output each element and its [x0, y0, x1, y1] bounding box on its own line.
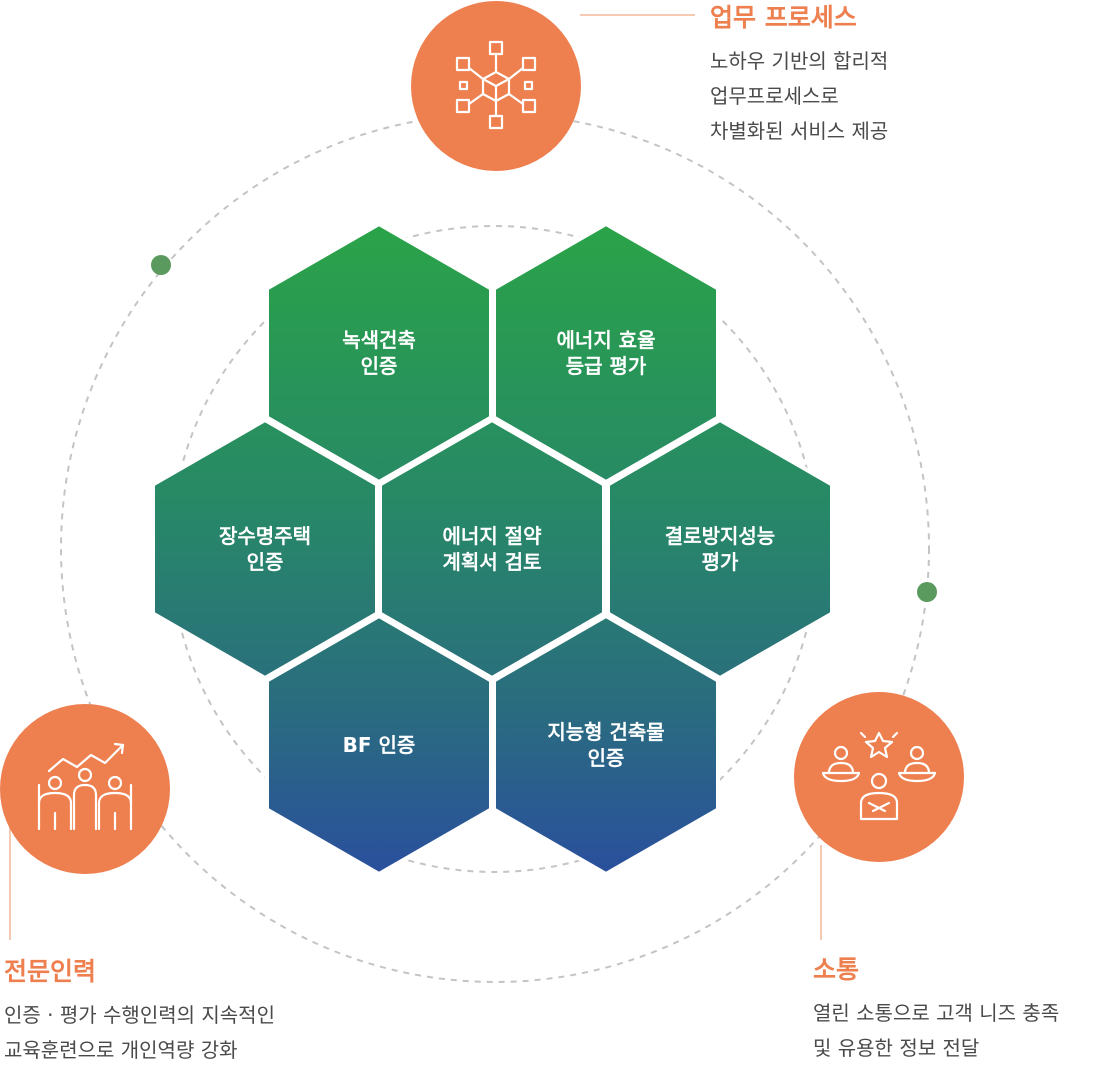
customer-service-icon: [821, 731, 937, 821]
process-description-line: 업무프로세스로: [710, 84, 839, 108]
hexagon-shape: [265, 221, 493, 485]
hexagon-bf-certification: BF 인증: [265, 613, 493, 877]
hexagon-shape: [265, 613, 493, 877]
orbit-dot-left: [151, 255, 171, 275]
hexagon-shape: [492, 613, 720, 877]
communication-title: 소통: [813, 955, 860, 984]
experts-description: 인증 · 평가 수행인력의 지속적인 교육훈련으로 개인역량 강화: [4, 998, 275, 1068]
hexagon-shape: [378, 417, 606, 681]
communication-node: [794, 692, 964, 862]
communication-node-circle: [794, 692, 964, 862]
hexagon-shape: [492, 221, 720, 485]
orbit-dot-right: [917, 582, 937, 602]
experts-description-line: 인증 · 평가 수행인력의 지속적인: [4, 1003, 275, 1027]
hexagon-shape: [151, 417, 379, 681]
experts-title: 전문인력: [4, 957, 97, 986]
hexagon-label: 인증: [247, 550, 284, 574]
process-description-line: 노하우 기반의 합리적: [710, 49, 889, 73]
hexagon-shape: [606, 417, 834, 681]
hexagon-label: 장수명주택: [219, 524, 311, 548]
communication-description-line: 및 유용한 정보 전달: [813, 1036, 980, 1060]
communication-description-line: 열린 소통으로 고객 니즈 충족: [813, 1001, 1060, 1025]
hexagon-label: 평가: [702, 550, 739, 574]
experts-node: [0, 704, 170, 874]
hexagon-label: 인증: [588, 746, 625, 770]
hexagon-label: 에너지 절약: [443, 524, 543, 548]
hexagon-label: 에너지 효율: [557, 328, 656, 352]
team-growth-icon: [37, 742, 133, 831]
hexagon-label: 녹색건축: [342, 328, 416, 352]
process-description: 노하우 기반의 합리적 업무프로세스로 차별화된 서비스 제공: [710, 44, 888, 149]
hexagon-label: 등급 평가: [566, 354, 647, 378]
process-description-line: 차별화된 서비스 제공: [710, 119, 889, 143]
process-title: 업무 프로세스: [710, 3, 857, 32]
hexagon-label: 결로방지성능: [665, 524, 775, 548]
experts-description-line: 교육훈련으로 개인역량 강화: [4, 1038, 238, 1062]
hexagon-label: 지능형 건축물: [547, 720, 664, 744]
communication-description: 열린 소통으로 고객 니즈 충족 및 유용한 정보 전달: [813, 996, 1059, 1066]
hexagon-label: 계획서 검토: [443, 550, 542, 574]
hexagon-label: 인증: [361, 354, 398, 378]
network-cube-icon: [455, 40, 537, 130]
hexagon-label: BF 인증: [343, 733, 416, 757]
process-node: [411, 1, 581, 171]
experts-node-circle: [0, 704, 170, 874]
